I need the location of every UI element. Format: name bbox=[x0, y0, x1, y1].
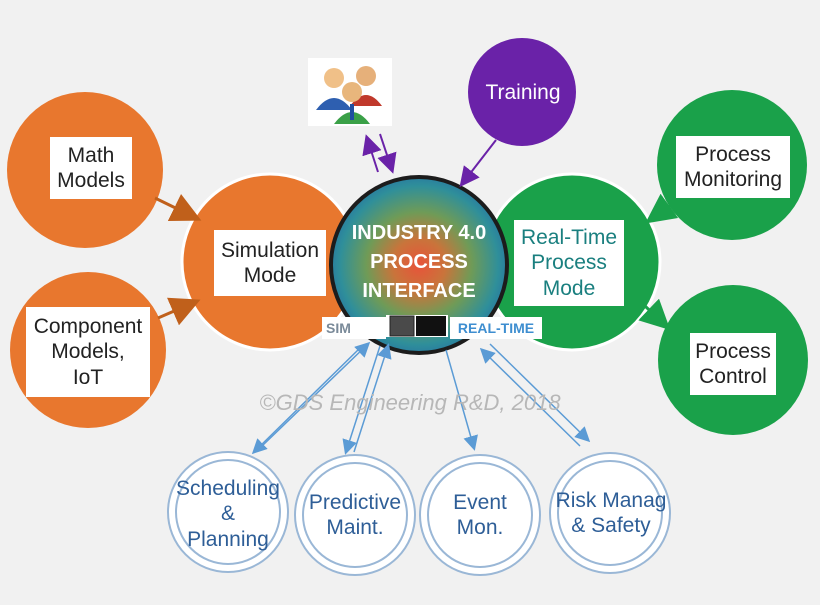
simulation-mode-label: Simulation Mode bbox=[214, 230, 326, 296]
risk-node bbox=[549, 452, 671, 574]
scheduling-label: Scheduling & Planning bbox=[176, 477, 280, 551]
realtime-label: REAL-TIME bbox=[450, 317, 542, 339]
people-icon bbox=[308, 58, 392, 126]
arrow-sched-to-hub bbox=[261, 341, 371, 447]
sim-realtime-switch bbox=[386, 315, 448, 337]
process-control-label: Process Control bbox=[690, 333, 776, 395]
event-label: Event Mon. bbox=[453, 490, 507, 539]
math-models-label: Math Models bbox=[50, 137, 132, 199]
watermark: ©GDS Engineering R&D, 2018 bbox=[259, 389, 561, 415]
arrow-hub-to-pred bbox=[342, 345, 381, 455]
arrow-training-to-hub bbox=[459, 139, 497, 188]
arrow-pred-to-hub bbox=[353, 343, 392, 453]
arrow-people-up bbox=[362, 134, 382, 173]
risk-label: Risk Manag & Safety bbox=[555, 488, 667, 537]
hub-title: INDUSTRY 4.0 PROCESS INTERFACE bbox=[351, 221, 487, 302]
scheduling-node bbox=[167, 451, 289, 573]
arrow-monitoring-to-realtime bbox=[645, 193, 679, 224]
arrow-realtime-to-control bbox=[638, 298, 671, 331]
arrow-hub-to-sched bbox=[251, 347, 361, 455]
event-node bbox=[419, 454, 541, 576]
sim-label: SIM bbox=[322, 317, 386, 339]
predictive-node bbox=[294, 454, 416, 576]
process-monitoring-label: Process Monitoring bbox=[676, 136, 790, 198]
arrow-hub-to-risk bbox=[489, 343, 591, 443]
arrow-hub-to-event bbox=[445, 349, 478, 451]
arrow-math-to-sim bbox=[154, 193, 202, 221]
component-models-label: Component Models, IoT bbox=[26, 307, 150, 397]
arrow-risk-to-hub bbox=[479, 347, 581, 447]
realtime-mode-label: Real-Time Process Mode bbox=[514, 220, 624, 306]
training-label: Training bbox=[480, 78, 566, 108]
arrow-people-down bbox=[377, 133, 397, 174]
hub-node bbox=[329, 175, 509, 355]
arrow-component-to-sim bbox=[157, 297, 201, 326]
predictive-label: Predictive Maint. bbox=[308, 490, 402, 539]
